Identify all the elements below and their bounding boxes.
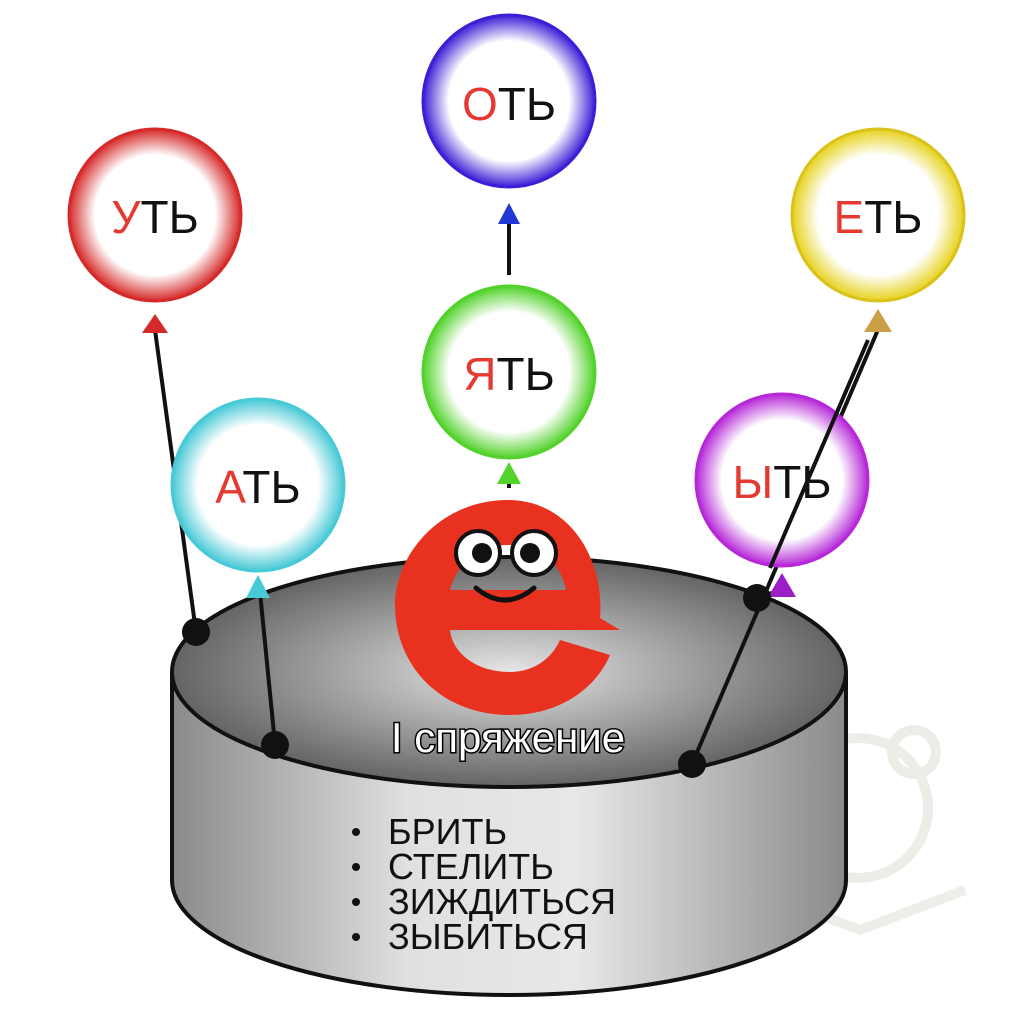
balloon-yat-rest: ТЬ [496, 348, 554, 400]
balloon-ut-accent: У [111, 191, 141, 243]
balloon-et: ЕТЬ [790, 127, 966, 303]
exception-item: ЗЫБИТЬСЯ [388, 916, 588, 957]
basket-title: I спряжение [391, 714, 625, 761]
list-bullet [352, 863, 360, 871]
balloon-et-accent: Е [834, 191, 865, 243]
exception-item: ЗИЖДИТЬСЯ [388, 881, 616, 922]
arrow-heads [142, 203, 892, 598]
balloon-et-rest: ТЬ [864, 191, 922, 243]
svg-text:УТЬ: УТЬ [111, 191, 199, 243]
list-bullet [352, 933, 360, 941]
mascot-letter-e [395, 500, 620, 715]
balloon-yat: ЯТЬ [421, 284, 597, 460]
exceptions-list: БРИТЬ СТЕЛИТЬ ЗИЖДИТЬСЯ ЗЫБИТЬСЯ [352, 811, 616, 957]
svg-text:ЯТЬ: ЯТЬ [463, 348, 555, 400]
balloon-ot-accent: О [462, 78, 498, 130]
svg-text:АТЬ: АТЬ [215, 461, 300, 513]
svg-text:ЫТЬ: ЫТЬ [732, 456, 831, 508]
list-bullet [352, 828, 360, 836]
balloon-ut-rest: ТЬ [140, 191, 198, 243]
balloon-ot: ОТЬ [421, 13, 597, 189]
balloon-ut: УТЬ [67, 127, 243, 303]
balloon-at: АТЬ [170, 397, 346, 573]
list-bullet [352, 898, 360, 906]
balloon-at-rest: ТЬ [242, 461, 300, 513]
balloon-ot-rest: ТЬ [498, 78, 556, 130]
balloon-yt-accent: Ы [732, 456, 773, 508]
balloon-yat-accent: Я [463, 348, 496, 400]
anchor-dots [182, 584, 771, 778]
balloon-yt-rest: ТЬ [773, 456, 831, 508]
balloon-at-accent: А [215, 461, 246, 513]
exception-item: СТЕЛИТЬ [388, 846, 554, 887]
exception-item: БРИТЬ [388, 811, 507, 852]
svg-text:ОТЬ: ОТЬ [462, 78, 556, 130]
svg-text:ЕТЬ: ЕТЬ [834, 191, 923, 243]
